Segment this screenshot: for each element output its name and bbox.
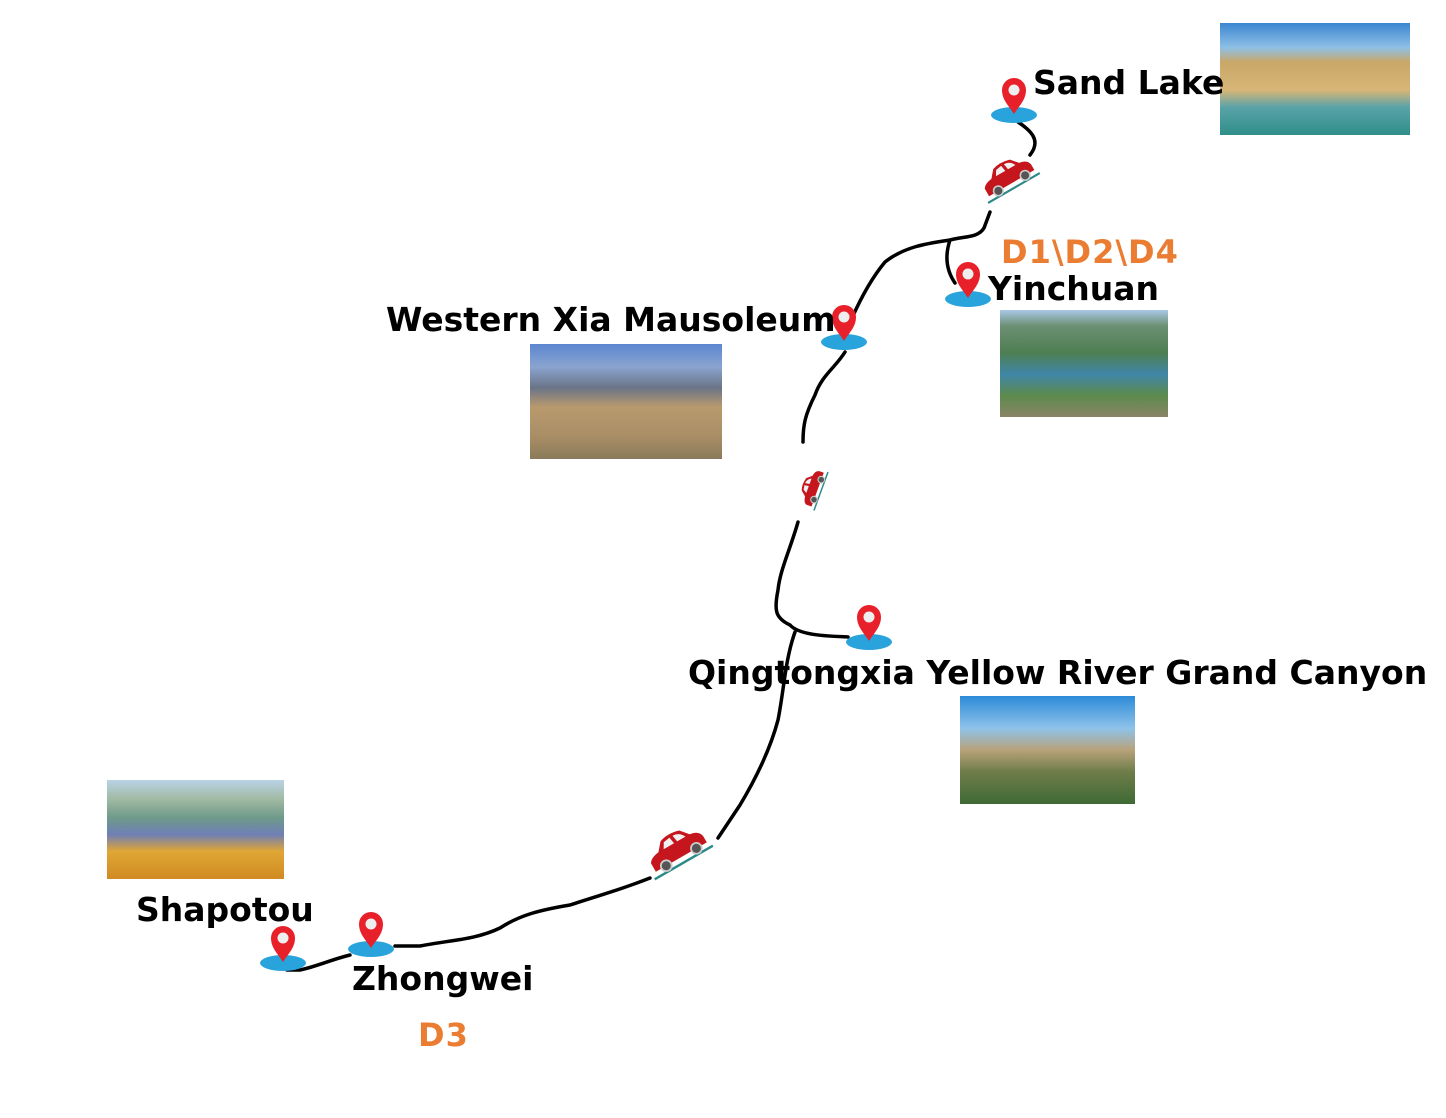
day-label-south: D3 xyxy=(418,1016,469,1054)
stop-label-shapotou: Shapotou xyxy=(136,890,314,929)
shapotou-photo xyxy=(107,780,284,879)
stop-label-zhongwei: Zhongwei xyxy=(352,959,534,998)
stop-label-sand-lake: Sand Lake xyxy=(1033,63,1225,102)
map-pin-icon-sand-lake[interactable] xyxy=(991,76,1037,124)
western-xia-mausoleum-photo xyxy=(530,344,722,459)
map-pin-icon-western-xia[interactable] xyxy=(821,303,867,351)
car-icon xyxy=(975,150,1041,204)
stop-label-western-xia: Western Xia Mausoleum xyxy=(386,300,836,339)
car-icon xyxy=(790,455,834,521)
stop-label-qingtongxia: Qingtongxia Yellow River Grand Canyon xyxy=(688,653,1428,692)
map-pin-icon-qingtongxia[interactable] xyxy=(846,603,892,651)
day-label-north: D1\D2\D4 xyxy=(1001,233,1179,271)
sand-lake-photo xyxy=(1220,23,1410,135)
map-pin-icon-zhongwei[interactable] xyxy=(348,910,394,958)
qingtongxia-photo xyxy=(960,696,1135,804)
map-pin-icon-shapotou[interactable] xyxy=(260,924,306,972)
stop-label-yinchuan: Yinchuan xyxy=(988,269,1160,308)
yinchuan-photo xyxy=(1000,310,1168,417)
car-icon xyxy=(640,820,714,881)
map-pin-icon-yinchuan[interactable] xyxy=(945,260,991,308)
